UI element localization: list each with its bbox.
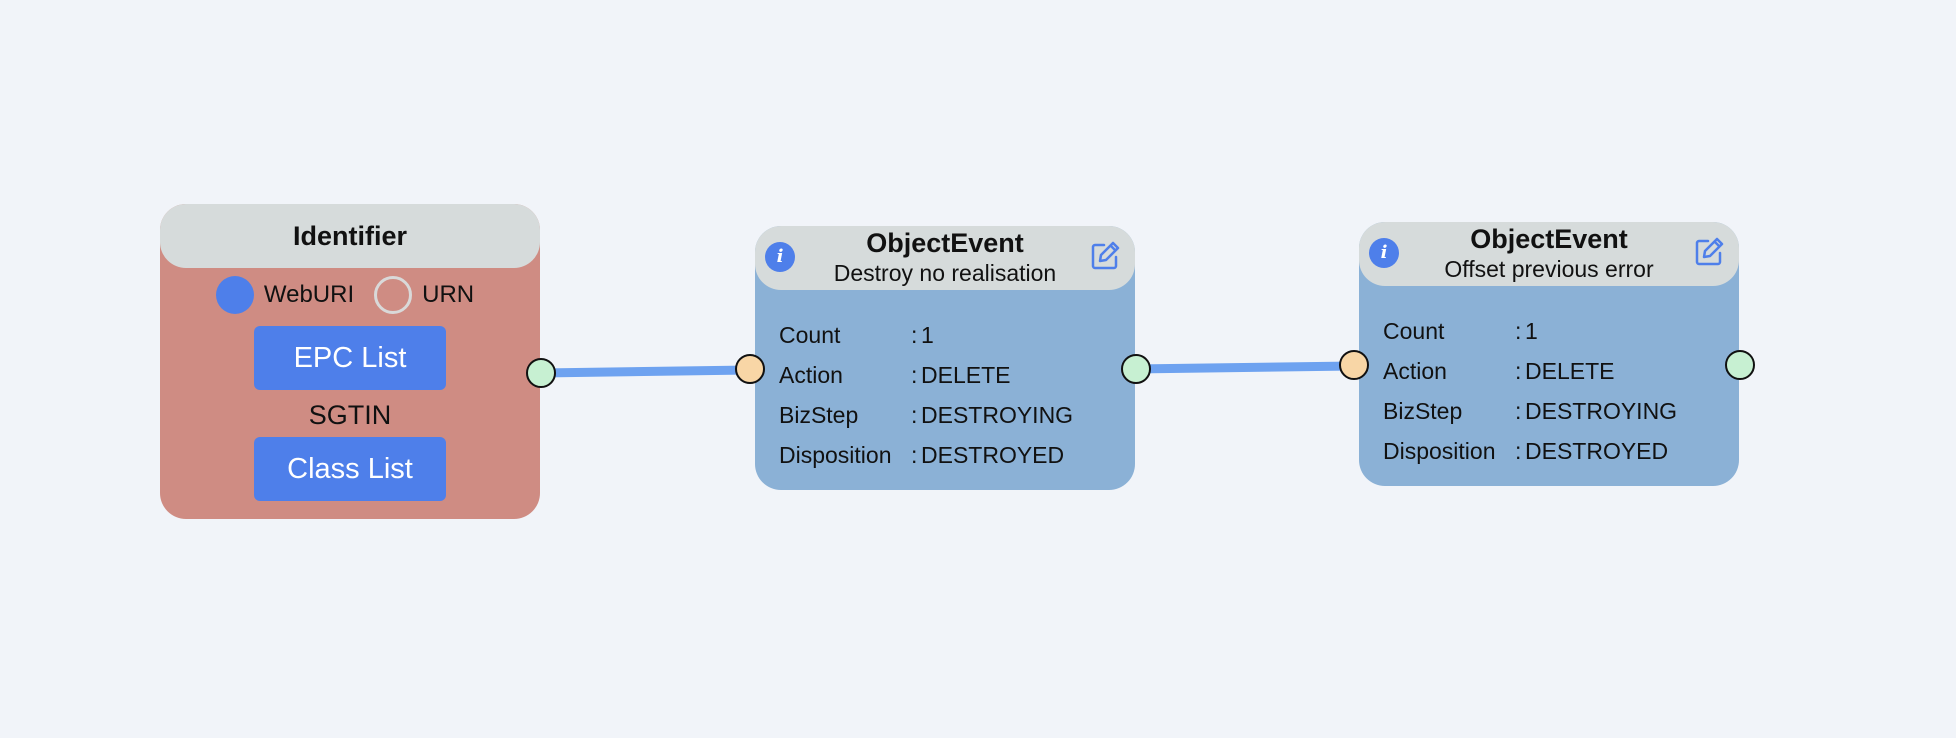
property-row-count: Count : 1 xyxy=(779,315,1135,355)
property-row-action: Action : DELETE xyxy=(779,355,1135,395)
urn-radio[interactable] xyxy=(374,276,413,314)
urn-label: URN xyxy=(422,281,475,308)
property-row-disposition: Disposition : DESTROYED xyxy=(779,435,1135,475)
property-value: DESTROYING xyxy=(921,402,1074,428)
property-separator: : xyxy=(1515,318,1522,344)
property-key: Disposition xyxy=(1383,438,1496,464)
edge-event-1-to-event-2[interactable] xyxy=(1135,361,1355,374)
property-value: DESTROYING xyxy=(1525,398,1678,424)
identifier-output-port[interactable] xyxy=(526,358,556,388)
property-separator: : xyxy=(911,362,918,388)
property-key: Disposition xyxy=(779,442,892,468)
event-properties: Count : 1 Action : DELETE BizStep : DEST… xyxy=(1383,311,1739,471)
class-list-button[interactable]: Class List xyxy=(254,437,446,501)
edit-icon[interactable] xyxy=(1089,240,1121,272)
property-value: DESTROYED xyxy=(921,442,1065,468)
property-key: Action xyxy=(1383,358,1447,384)
event-1-output-port[interactable] xyxy=(1121,354,1151,384)
property-row-action: Action : DELETE xyxy=(1383,351,1739,391)
property-key: BizStep xyxy=(1383,398,1463,424)
identifier-node-header: Identifier xyxy=(160,204,540,268)
property-separator: : xyxy=(911,402,918,428)
event-subtitle: Destroy no realisation xyxy=(833,260,1057,286)
event-subtitle: Offset previous error xyxy=(1444,256,1654,282)
info-icon[interactable]: i xyxy=(765,242,795,272)
property-value: 1 xyxy=(921,322,934,348)
property-row-disposition: Disposition : DESTROYED xyxy=(1383,431,1739,471)
property-separator: : xyxy=(911,322,918,348)
event-node-header: i ObjectEvent Offset previous error xyxy=(1359,222,1739,286)
property-value: 1 xyxy=(1525,318,1538,344)
property-value: DELETE xyxy=(1525,358,1615,384)
property-separator: : xyxy=(911,442,918,468)
epc-list-button[interactable]: EPC List xyxy=(254,326,446,390)
event-title: ObjectEvent xyxy=(866,228,1024,258)
event-2-input-port[interactable] xyxy=(1339,350,1369,380)
property-key: Count xyxy=(779,322,841,348)
property-row-bizstep: BizStep : DESTROYING xyxy=(1383,391,1739,431)
weburi-radio[interactable] xyxy=(215,276,254,314)
property-separator: : xyxy=(1515,398,1522,424)
object-event-node[interactable]: i ObjectEvent Destroy no realisation Cou… xyxy=(755,226,1135,490)
property-row-count: Count : 1 xyxy=(1383,311,1739,351)
property-value: DESTROYED xyxy=(1525,438,1669,464)
info-icon[interactable]: i xyxy=(1369,238,1399,268)
event-title: ObjectEvent xyxy=(1470,224,1628,254)
property-key: Action xyxy=(779,362,843,388)
identifier-node[interactable]: Identifier WebURI URN EPC List SGTIN Cla… xyxy=(160,204,540,519)
event-properties: Count : 1 Action : DELETE BizStep : DEST… xyxy=(779,315,1135,475)
event-node-header: i ObjectEvent Destroy no realisation xyxy=(755,226,1135,290)
property-key: BizStep xyxy=(779,402,859,428)
property-value: DELETE xyxy=(921,362,1011,388)
property-row-bizstep: BizStep : DESTROYING xyxy=(779,395,1135,435)
edit-icon[interactable] xyxy=(1693,236,1725,268)
event-2-output-port[interactable] xyxy=(1725,350,1755,380)
edge-identifier-to-event-1[interactable] xyxy=(540,365,751,378)
weburi-label: WebURI xyxy=(263,281,355,308)
property-separator: : xyxy=(1515,358,1522,384)
property-key: Count xyxy=(1383,318,1445,344)
object-event-node[interactable]: i ObjectEvent Offset previous error Coun… xyxy=(1359,222,1739,486)
property-separator: : xyxy=(1515,438,1522,464)
identifier-scheme: SGTIN xyxy=(308,400,392,430)
format-selector: WebURI URN xyxy=(160,276,540,314)
event-1-input-port[interactable] xyxy=(735,354,765,384)
identifier-title: Identifier xyxy=(292,220,407,251)
